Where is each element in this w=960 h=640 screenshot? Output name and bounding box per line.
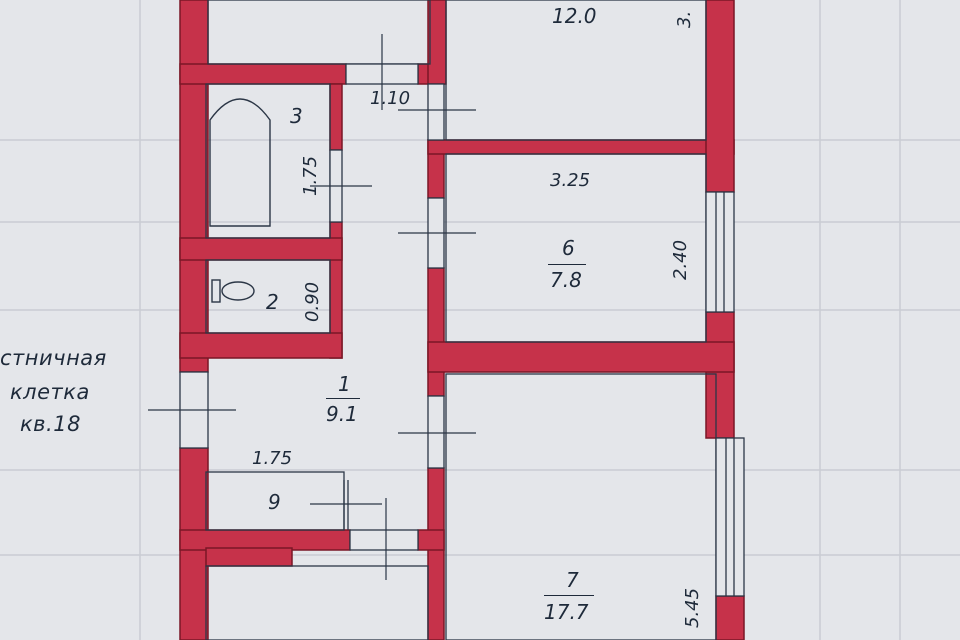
wall-right-outer-bottom <box>715 595 745 640</box>
room-7-area: 17.7 <box>544 600 589 624</box>
door-top-room <box>427 83 445 141</box>
wall-room6-top <box>427 139 735 155</box>
door-lower <box>349 529 419 551</box>
bathtub-icon <box>209 98 271 227</box>
dim-room6-height: 2.40 <box>670 239 691 280</box>
dim-toilet: 0.90 <box>302 281 323 322</box>
room-6-area: 7.8 <box>550 268 582 292</box>
room-1-area: 9.1 <box>326 402 358 426</box>
dim-top-right: 3. <box>674 10 695 28</box>
room-1-fraction-line <box>326 398 360 399</box>
dim-closet-width: 1.75 <box>252 448 293 469</box>
toilet-icon <box>211 279 255 303</box>
window-right-top <box>705 191 735 313</box>
dim-room7-height: 5.45 <box>682 587 703 628</box>
wall-left-outer-top <box>179 0 209 373</box>
dim-door-corridor: 1.10 <box>370 88 411 109</box>
wall-top-room-right <box>427 0 447 85</box>
room-7-fraction-line <box>544 595 594 596</box>
wall-right-outer-mid <box>705 311 735 439</box>
stairwell-line3: кв.18 <box>20 412 81 436</box>
wall-toilet-bottom <box>179 332 343 359</box>
room-top-area: 12.0 <box>552 4 597 28</box>
door-room7 <box>427 395 445 469</box>
dim-room6-width: 3.25 <box>550 170 591 191</box>
wall-bath-right <box>329 83 343 151</box>
room-9-number: 9 <box>268 490 281 514</box>
room-6-number: 6 <box>562 236 575 260</box>
room-1-number: 1 <box>338 372 351 396</box>
wall-closet-bottom <box>179 529 351 551</box>
wall-lower-bottom-right <box>417 529 445 551</box>
room-2-number: 2 <box>266 290 279 314</box>
wall-room6-bottom <box>427 341 735 373</box>
door-axes <box>148 34 476 580</box>
wall-hall-right-3 <box>427 467 445 640</box>
wall-top-left <box>179 63 347 85</box>
room-7-number: 7 <box>566 568 579 592</box>
room-3-number: 3 <box>290 104 303 128</box>
walls <box>179 0 745 640</box>
wall-closet-bottom-2 <box>205 547 293 567</box>
window-right-bottom <box>715 437 745 597</box>
dim-bath: 1.75 <box>300 155 321 196</box>
stairwell-line1: стничная <box>0 346 107 370</box>
wall-hall-right-2 <box>427 267 445 397</box>
wall-right-outer-top <box>705 0 735 193</box>
stairwell-line2: клетка <box>10 380 90 404</box>
room-6-fraction-line <box>548 264 586 265</box>
wall-bath-bottom <box>179 237 343 261</box>
